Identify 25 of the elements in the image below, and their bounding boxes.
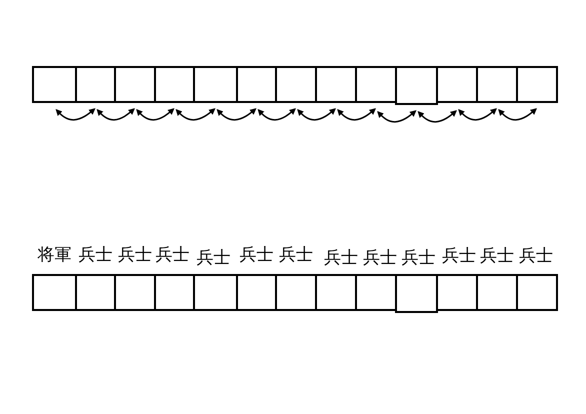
name-label: 兵士 (156, 245, 190, 265)
name-label: 兵士 (78, 245, 112, 265)
curved-double-arrow (176, 108, 216, 121)
curved-double-arrow (297, 108, 336, 121)
curved-double-arrow (458, 108, 497, 121)
curved-double-arrow (56, 108, 96, 121)
name-label: 兵士 (118, 245, 152, 265)
curved-double-arrow (418, 110, 457, 123)
name-label: 兵士 (279, 245, 313, 265)
name-label: 兵士 (196, 248, 230, 268)
curved-double-arrow (258, 108, 296, 121)
curved-double-arrow (216, 108, 256, 121)
name-label: 兵士 (519, 246, 553, 266)
name-label: 兵士 (324, 248, 358, 268)
name-label: 兵士 (442, 246, 476, 266)
name-label: 兵士 (402, 248, 436, 268)
curved-double-arrow (377, 110, 416, 123)
curved-double-arrow (96, 108, 135, 121)
curved-double-arrow (136, 108, 174, 121)
name-label: 将軍 (38, 245, 72, 265)
curved-double-arrow (498, 108, 537, 121)
name-label: 兵士 (240, 245, 274, 265)
name-label: 兵士 (363, 248, 397, 268)
name-label: 兵士 (480, 246, 514, 266)
curved-double-arrow (337, 108, 376, 121)
